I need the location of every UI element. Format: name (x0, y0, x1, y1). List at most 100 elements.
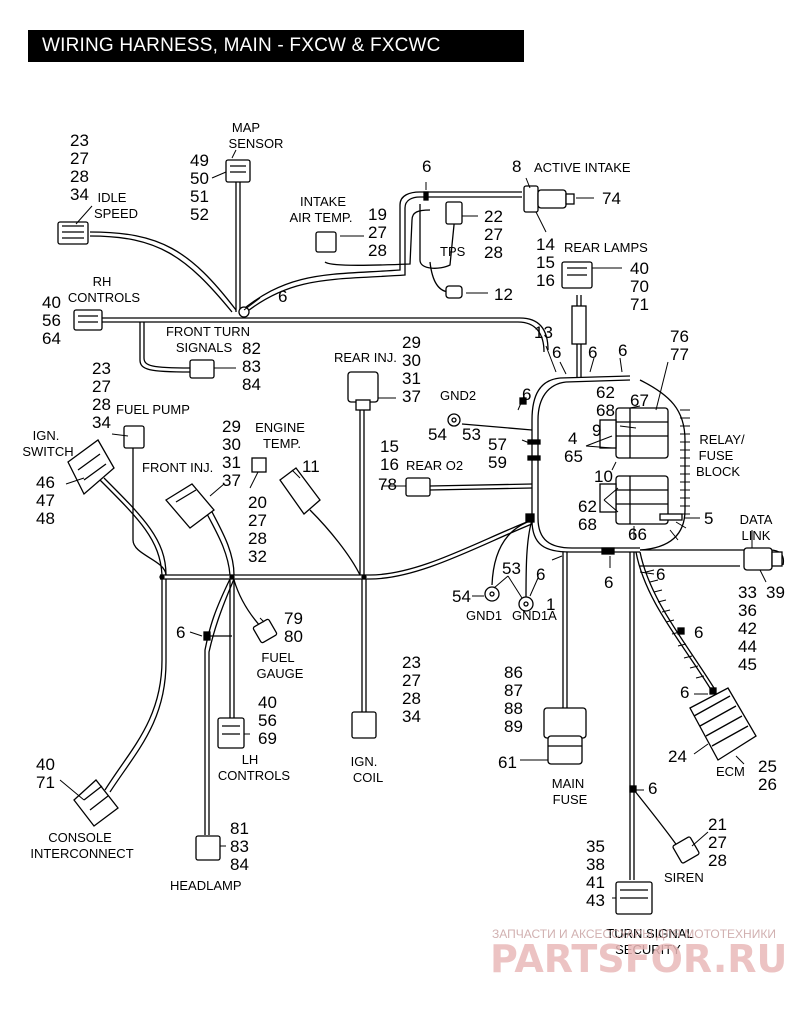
relay-block-upper (599, 407, 669, 459)
callout-gnd-54: 54 (452, 587, 471, 606)
callout-ecm-6: 6 (680, 683, 689, 702)
label-ign-coil: IGN.COIL (351, 754, 384, 785)
front-inj-connector (165, 483, 215, 529)
rear-lamps-connector (561, 261, 593, 345)
callout-bottom-6b: 6 (656, 565, 665, 584)
callout-harness-13: 13 (534, 323, 553, 342)
engine-temp-sensor (251, 457, 321, 515)
callout-hose-12: 12 (494, 285, 513, 304)
callout-ecm-24: 24 (668, 747, 687, 766)
callout-harness-6c: 6 (618, 341, 627, 360)
callout-harness-6a: 6 (552, 343, 561, 362)
lh-controls-connector (217, 717, 245, 749)
console-interconnect-connector (73, 779, 119, 827)
junction-clip (238, 306, 250, 318)
active-intake-actuator (523, 185, 575, 213)
ign-coil-connector (351, 711, 377, 739)
fuel-gauge-connector (252, 618, 278, 644)
rear-o2-connector (405, 477, 431, 497)
callout-bottom-6c: 6 (694, 623, 703, 642)
label-ecm: ECM (716, 764, 745, 779)
callout-active-intake: 8 (512, 157, 521, 176)
security-module (615, 881, 653, 915)
callout-relay-67: 67 (630, 391, 649, 410)
callout-junction-6: 6 (278, 287, 287, 306)
leader-lines (59, 149, 767, 899)
main-fuse-holder (543, 707, 587, 765)
fuel-pump-connector (123, 425, 145, 449)
gnd2-ring (447, 413, 461, 427)
front-turn-signals-connector (189, 359, 215, 379)
label-rear-o2: REAR O2 (406, 458, 463, 473)
label-gnd1a: GND1A (512, 608, 557, 623)
label-siren: SIREN (664, 870, 704, 885)
tps-connector (445, 201, 463, 225)
callout-engine-temp-11: 11 (302, 457, 320, 476)
label-rear-lamps: REAR LAMPS (564, 240, 648, 255)
callout-gnd-6: 6 (536, 565, 545, 584)
label-gnd2: GND2 (440, 388, 476, 403)
label-gnd1: GND1 (466, 608, 502, 623)
callout-active-intake-right: 74 (602, 189, 621, 208)
label-rear-inj: REAR INJ. (334, 350, 397, 365)
callout-harness-6b: 6 (588, 343, 597, 362)
callout-relay-10: 10 (594, 467, 613, 486)
part-5-pin (659, 513, 683, 521)
label-ign-switch: IGN.SWITCH (22, 428, 73, 459)
callout-gnd-1: 1 (546, 595, 555, 614)
callout-bottom-6a: 6 (604, 573, 613, 592)
harness-ties (159, 191, 717, 793)
callout-relay-9: 9 (592, 421, 601, 440)
callout-data-link-39: 39 (766, 583, 785, 602)
callout-top-harness: 6 (422, 157, 431, 176)
page-title: WIRING HARNESS, MAIN - FXCW & FXCWC (28, 30, 524, 62)
ign-switch-connector (67, 439, 115, 496)
label-fuel-pump: FUEL PUMP (116, 402, 190, 417)
intake-air-temp-connector (315, 231, 337, 253)
data-link-connector (743, 547, 783, 571)
rh-controls-connector (73, 309, 103, 331)
label-headlamp: HEADLAMP (170, 878, 242, 893)
map-sensor-connector (225, 159, 251, 183)
watermark-tagline: ЗАПЧАСТИ И АКСЕССУАРЫ ДЛЯ МОТОТЕХНИКИ (492, 927, 776, 941)
